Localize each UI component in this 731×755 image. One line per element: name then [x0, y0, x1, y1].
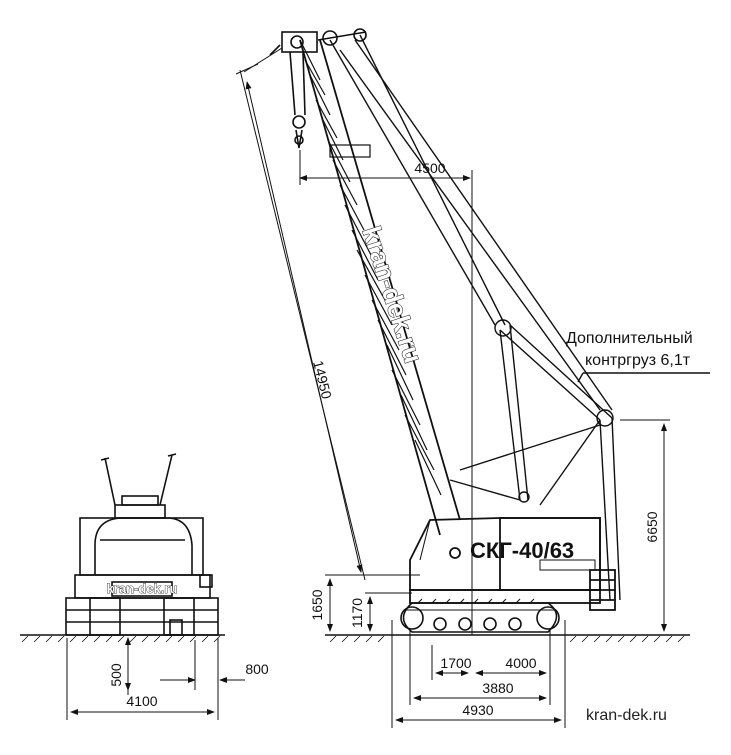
boom-reach-label: 4500	[414, 160, 445, 176]
track-height-label: 1170	[349, 598, 365, 628]
model-label: СКГ-40/63	[470, 538, 574, 563]
ground-lines	[20, 634, 690, 643]
pendant-cables	[329, 34, 621, 601]
track-width-label: 800	[245, 661, 269, 677]
front-offset-label: 1700	[440, 655, 471, 671]
track-base-label: 3880	[482, 680, 513, 696]
clearance-label: 500	[108, 663, 124, 687]
counterweight-note-line1: Дополнительный	[566, 330, 693, 347]
footer-site-label: kran-dek.ru	[586, 707, 667, 724]
crawler-track	[400, 598, 560, 633]
counterweight-note-pointer	[577, 372, 584, 383]
boom-length-label: 14950	[310, 359, 335, 401]
front-width-label: 4100	[126, 693, 157, 709]
front-watermark: kran-dek.ru	[107, 581, 178, 596]
counterweight-note-line2: контргруз 6,1т	[585, 352, 691, 369]
overall-length-label: 4930	[462, 702, 493, 718]
crane-house	[409, 517, 616, 611]
pivot-height-label: 1650	[309, 589, 325, 620]
rear-offset-label: 4000	[505, 655, 536, 671]
front-view-dimensions	[66, 637, 245, 720]
side-view-dimensions	[235, 47, 670, 728]
boom-watermark: kran-dek.ru	[356, 223, 428, 367]
front-view	[65, 453, 219, 636]
boom-head	[269, 28, 367, 149]
counterweight-height-label: 6650	[644, 511, 660, 542]
